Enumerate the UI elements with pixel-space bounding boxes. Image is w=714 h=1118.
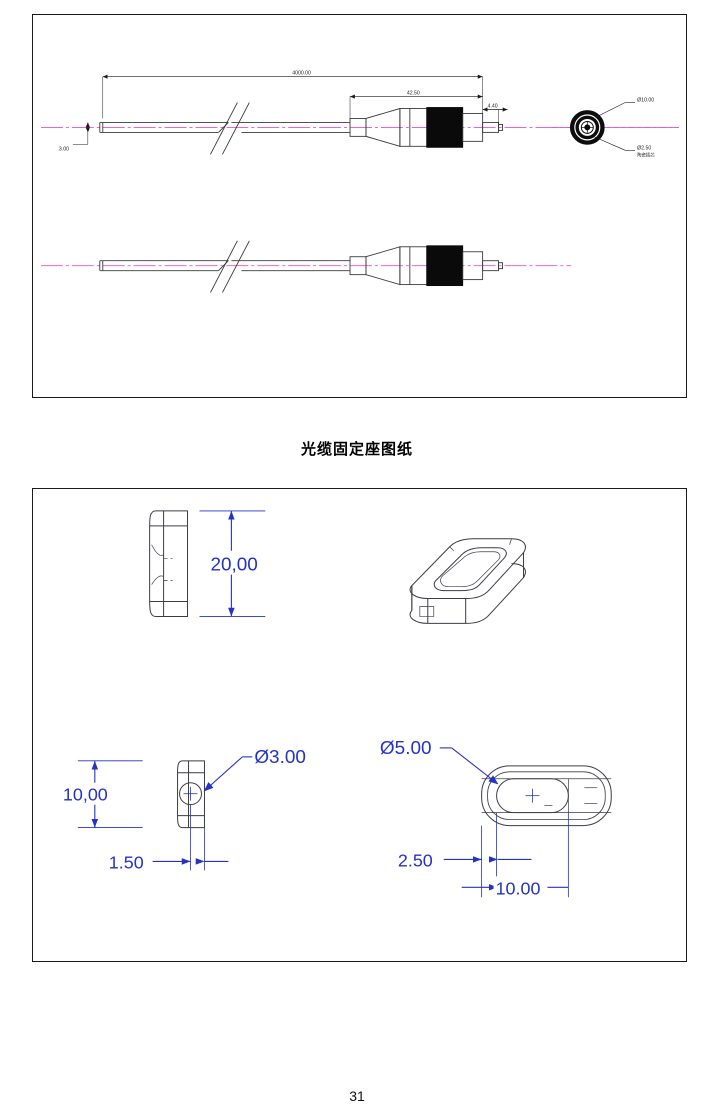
connector-grip-band — [426, 107, 464, 148]
cable-assembly-svg: 4000.00 42.50 4.40 3.00 — [40, 71, 680, 293]
seat-dim-height-20: 20,00 — [199, 510, 266, 617]
seat-dim-edge-offset: 2.50 — [395, 812, 532, 880]
seat-top-view — [481, 765, 612, 827]
cable-assembly-drawing-frame: 4000.00 42.50 4.40 3.00 — [32, 14, 687, 398]
dim-edge-offset: 2.50 — [398, 850, 433, 870]
dim-seat-front-height: 10,00 — [63, 785, 108, 805]
seat-dim-slot-length: 10.00 — [461, 812, 569, 898]
seat-dim-hole-diameter: Ø3.00 — [203, 747, 306, 792]
seat-front-view — [177, 760, 205, 829]
seat-dim-slot-diameter: Ø5.00 — [380, 738, 499, 785]
seat-dim-thickness: 1.50 — [106, 804, 229, 872]
section-title: 光缆固定座图纸 — [300, 440, 413, 458]
seat-side-view — [149, 510, 189, 617]
dim-hole-diameter: Ø3.00 — [254, 747, 306, 768]
dim-slot-length: 10.00 — [496, 878, 541, 898]
page-number: 31 — [349, 1088, 365, 1104]
dim-connector-length: 42.50 — [407, 91, 420, 97]
dim-cable-diameter: 3.00 — [59, 146, 69, 152]
dim-ferrule-length: 4.40 — [488, 104, 498, 110]
seat-isometric-view — [409, 538, 526, 624]
connector-grip-band-view2 — [426, 245, 464, 287]
dim-total-length: 4000.00 — [292, 71, 311, 77]
dim-seat-thickness: 1.50 — [109, 852, 144, 872]
dim-slot-diameter: Ø5.00 — [380, 738, 432, 759]
dim-connector-outer-diameter: Ø10.00 — [637, 98, 654, 104]
dim-ferrule-diameter: Ø2.50 — [637, 145, 651, 151]
fixing-seat-drawing-frame: 20,00 — [32, 488, 687, 962]
dim-seat-height: 20,00 — [210, 555, 257, 576]
fixing-seat-svg: 20,00 — [60, 510, 612, 898]
seat-dim-height-10: 10,00 — [60, 760, 143, 829]
note-ferrule-material: 陶瓷插芯 — [637, 151, 655, 158]
